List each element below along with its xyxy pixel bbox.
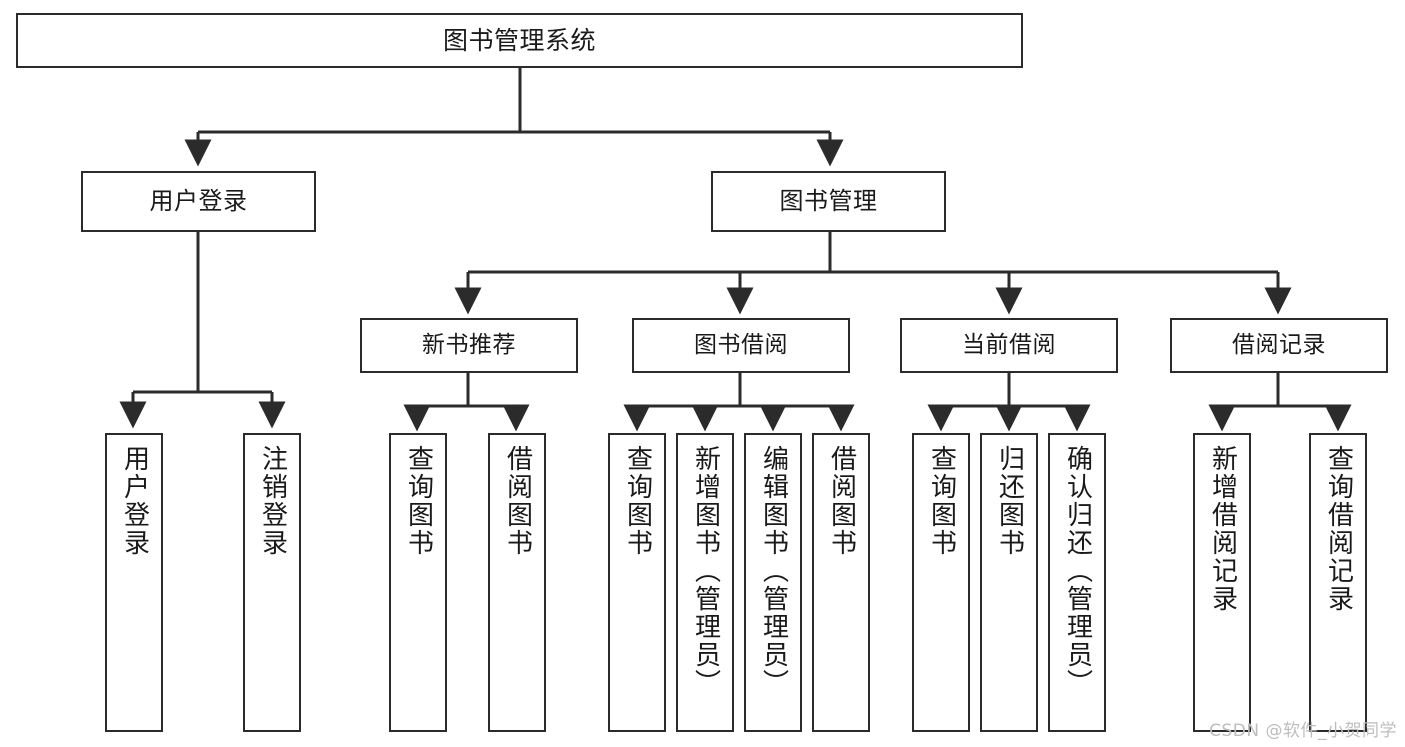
- leaf-book-borrow-query[interactable]: 查询图书: [608, 433, 666, 732]
- leaf-borrow-record-query[interactable]: 查询借阅记录: [1309, 433, 1367, 732]
- node-label: 借阅图书: [502, 445, 533, 557]
- node-label: 新增图书（管理员）: [690, 445, 721, 697]
- leaf-current-borrow-confirm[interactable]: 确认归还（管理员）: [1048, 433, 1106, 732]
- leaf-book-borrow-borrow[interactable]: 借阅图书: [812, 433, 870, 732]
- node-label: 当前借阅: [962, 331, 1056, 358]
- node-label: 查询借阅记录: [1323, 445, 1354, 613]
- node-label: 查询图书: [926, 445, 957, 557]
- node-label: 新书推荐: [422, 331, 516, 358]
- leaf-user-login-login[interactable]: 用户登录: [105, 433, 163, 732]
- node-user-login[interactable]: 用户登录: [81, 171, 316, 232]
- leaf-book-borrow-add[interactable]: 新增图书（管理员）: [676, 433, 734, 732]
- node-borrow-record[interactable]: 借阅记录: [1170, 318, 1388, 373]
- leaf-user-login-logout[interactable]: 注销登录: [243, 433, 301, 732]
- node-label: 图书管理系统: [442, 25, 596, 55]
- node-label: 注销登录: [257, 445, 288, 557]
- node-label: 用户登录: [119, 445, 150, 557]
- node-label: 借阅记录: [1232, 331, 1326, 358]
- node-new-book-recommend[interactable]: 新书推荐: [360, 318, 578, 373]
- node-label: 借阅图书: [826, 445, 857, 557]
- leaf-current-borrow-query[interactable]: 查询图书: [912, 433, 970, 732]
- leaf-book-borrow-edit[interactable]: 编辑图书（管理员）: [744, 433, 802, 732]
- node-label: 编辑图书（管理员）: [758, 445, 789, 697]
- leaf-new-book-query[interactable]: 查询图书: [389, 433, 447, 732]
- node-label: 确认归还（管理员）: [1062, 445, 1093, 697]
- node-root-system[interactable]: 图书管理系统: [16, 13, 1023, 68]
- leaf-borrow-record-add[interactable]: 新增借阅记录: [1193, 433, 1251, 732]
- node-label: 查询图书: [403, 445, 434, 557]
- leaf-new-book-borrow[interactable]: 借阅图书: [488, 433, 546, 732]
- node-label: 新增借阅记录: [1207, 445, 1238, 613]
- node-label: 图书管理: [779, 187, 878, 216]
- node-label: 查询图书: [622, 445, 653, 557]
- node-book-borrow[interactable]: 图书借阅: [632, 318, 850, 373]
- node-label: 归还图书: [994, 445, 1025, 557]
- node-book-management[interactable]: 图书管理: [711, 171, 946, 232]
- leaf-current-borrow-return[interactable]: 归还图书: [980, 433, 1038, 732]
- node-label: 图书借阅: [694, 331, 788, 358]
- node-label: 用户登录: [149, 187, 248, 216]
- node-current-borrow[interactable]: 当前借阅: [900, 318, 1118, 373]
- watermark: CSDN @软件_小贺同学: [1209, 721, 1397, 741]
